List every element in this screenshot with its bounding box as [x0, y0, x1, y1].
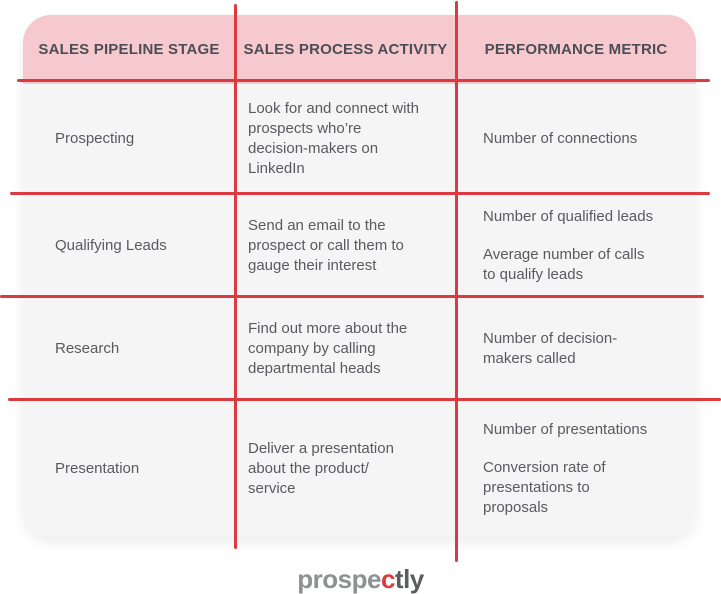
stage-cell-qualifying-leads: Qualifying Leads [55, 236, 167, 254]
metric-text: Conversion rate of presentations to prop… [483, 458, 606, 516]
stage-cell-prospecting: Prospecting [55, 130, 135, 147]
sales-pipeline-table: SALES PIPELINE STAGE SALES PROCESS ACTIV… [23, 15, 696, 537]
row-divider-line-4 [8, 398, 721, 401]
column-header-process-activity: SALES PROCESS ACTIVITY [235, 15, 456, 84]
logo-text-suffix: tly [394, 564, 424, 594]
metric-text: Number of presentations [483, 420, 648, 438]
activity-cell-research: Find out more about the company by calli… [248, 319, 408, 377]
metric-cell-research: Number of decision- makers called [456, 297, 696, 400]
metric-text: Number of connections [483, 130, 638, 147]
metric-cell-presentation: Number of presentations Conversion rate … [456, 400, 696, 537]
row-divider-line-3 [0, 295, 704, 298]
metric-cell-prospecting: Number of connections [456, 84, 696, 194]
activity-cell-prospecting: Look for and connect with prospects who’… [248, 100, 419, 177]
row-divider-line-2 [10, 192, 710, 195]
activity-cell-presentation: Deliver a presentation about the product… [248, 439, 394, 497]
prospectly-logo: prospe c tly [0, 564, 721, 594]
stage-cell-research: Research [55, 339, 120, 357]
logo-accent-letter: c [380, 564, 395, 594]
metric-text: Average number of calls to qualify leads [483, 245, 645, 283]
row-divider-line-1 [17, 79, 710, 82]
metric-text: Number of qualified leads [483, 207, 654, 225]
activity-cell-qualifying-leads: Send an email to the prospect or call th… [248, 216, 404, 274]
stage-cell-presentation: Presentation [55, 459, 140, 477]
column-divider-line-1 [234, 4, 237, 549]
column-divider-line-2 [455, 1, 458, 562]
logo-text-prefix: prospe [297, 564, 381, 594]
column-header-pipeline-stage: SALES PIPELINE STAGE [23, 15, 235, 84]
column-header-performance-metric: PERFORMANCE METRIC [456, 15, 696, 84]
metric-cell-qualifying-leads: Number of qualified leads Average number… [456, 194, 696, 297]
metric-text: Number of decision- makers called [483, 329, 618, 367]
